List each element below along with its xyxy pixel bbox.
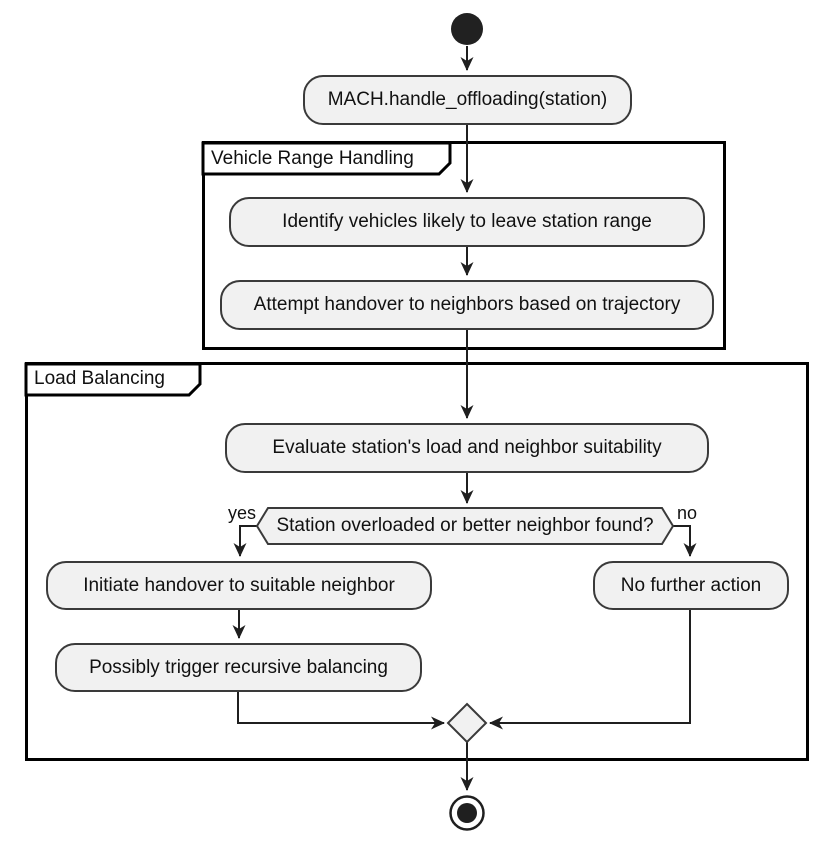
partition-load-balancing (25, 362, 809, 761)
activity-mach-handle-offloading: MACH.handle_offloading(station) (303, 75, 632, 125)
arrow-decision-yes (233, 525, 257, 557)
decision-question: Station overloaded or better neighbor fo… (276, 515, 654, 536)
merge-diamond (446, 702, 488, 744)
partition-label-vehicle-range: Vehicle Range Handling (211, 148, 414, 169)
activity-attempt-handover: Attempt handover to neighbors based on t… (220, 280, 714, 330)
activity-identify-vehicles: Identify vehicles likely to leave statio… (229, 197, 705, 247)
start-node (451, 13, 483, 45)
activity-evaluate-load: Evaluate station's load and neighbor sui… (225, 423, 709, 473)
partition-vehicle-range-handling (202, 141, 726, 350)
end-node-core (457, 803, 477, 823)
activity-no-further-action: No further action (593, 561, 789, 610)
arrow-decision-no (673, 525, 697, 557)
decision-hexagon (255, 507, 675, 545)
guard-label-no: no (677, 503, 698, 523)
activity-recursive-balancing: Possibly trigger recursive balancing (55, 643, 422, 692)
partition-tab-load-balancing (24, 362, 202, 397)
guard-label-yes: yes (228, 503, 257, 523)
partition-tab-vehicle-range (201, 141, 452, 176)
activity-initiate-handover: Initiate handover to suitable neighbor (46, 561, 432, 610)
arrow-recursive-to-merge (237, 692, 445, 730)
arrow-noaction-to-merge (489, 610, 691, 730)
partition-label-load-balancing: Load Balancing (34, 368, 165, 389)
end-node-ring (449, 795, 485, 831)
